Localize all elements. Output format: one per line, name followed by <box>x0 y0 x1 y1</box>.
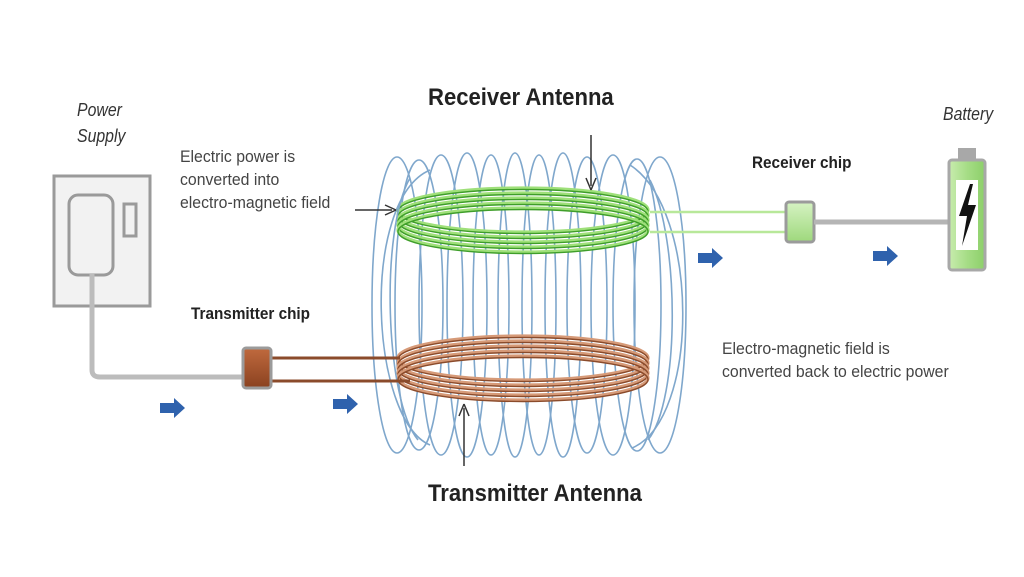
receiver-leads <box>650 210 788 234</box>
pointer-arrows <box>355 135 597 466</box>
field-line <box>497 152 533 458</box>
field-line <box>394 159 444 451</box>
lightning-bolt-icon <box>959 184 976 246</box>
receiver-coil <box>396 186 650 255</box>
flow-arrow-icon <box>698 248 723 268</box>
transmitter-antenna-label: Transmitter Antenna <box>428 480 642 507</box>
flow-arrow-icon <box>873 246 898 266</box>
magnetic-field-lines-front <box>380 164 684 449</box>
power-outlet-icon <box>52 174 152 308</box>
conversion-note-bottom: Electro-magnetic field is converted back… <box>722 339 949 381</box>
field-line <box>647 179 674 441</box>
field-line <box>521 154 557 456</box>
field-line <box>633 156 687 454</box>
battery-icon <box>947 148 987 272</box>
field-line <box>371 156 423 454</box>
power-cord <box>89 274 246 380</box>
receiver-chip <box>784 200 816 244</box>
receiver-antenna-label: Receiver Antenna <box>428 84 614 111</box>
flow-arrow-icon <box>160 398 185 418</box>
field-line <box>544 152 582 458</box>
conversion-note-top: Electric power is converted into electro… <box>180 147 331 212</box>
receiver-chip-label: Receiver chip <box>752 153 852 172</box>
battery-label: Battery <box>943 104 994 124</box>
transmitter-chip-label: Transmitter chip <box>191 304 311 323</box>
field-line <box>472 154 510 456</box>
field-line <box>566 156 608 454</box>
flow-arrows <box>160 246 898 418</box>
transmitter-leads <box>272 356 410 383</box>
field-line <box>590 154 636 456</box>
field-line <box>418 154 464 456</box>
flow-arrow-icon <box>333 394 358 414</box>
field-line <box>612 158 662 452</box>
receiver-coil-winding-shade <box>397 188 649 235</box>
power-supply-label: Power Supply <box>77 100 126 146</box>
transmitter-chip <box>241 346 273 390</box>
receiver-coil-winding-shade <box>397 208 649 255</box>
field-line <box>389 177 419 441</box>
field-line <box>446 152 488 458</box>
magnetic-field-lines <box>371 152 687 458</box>
